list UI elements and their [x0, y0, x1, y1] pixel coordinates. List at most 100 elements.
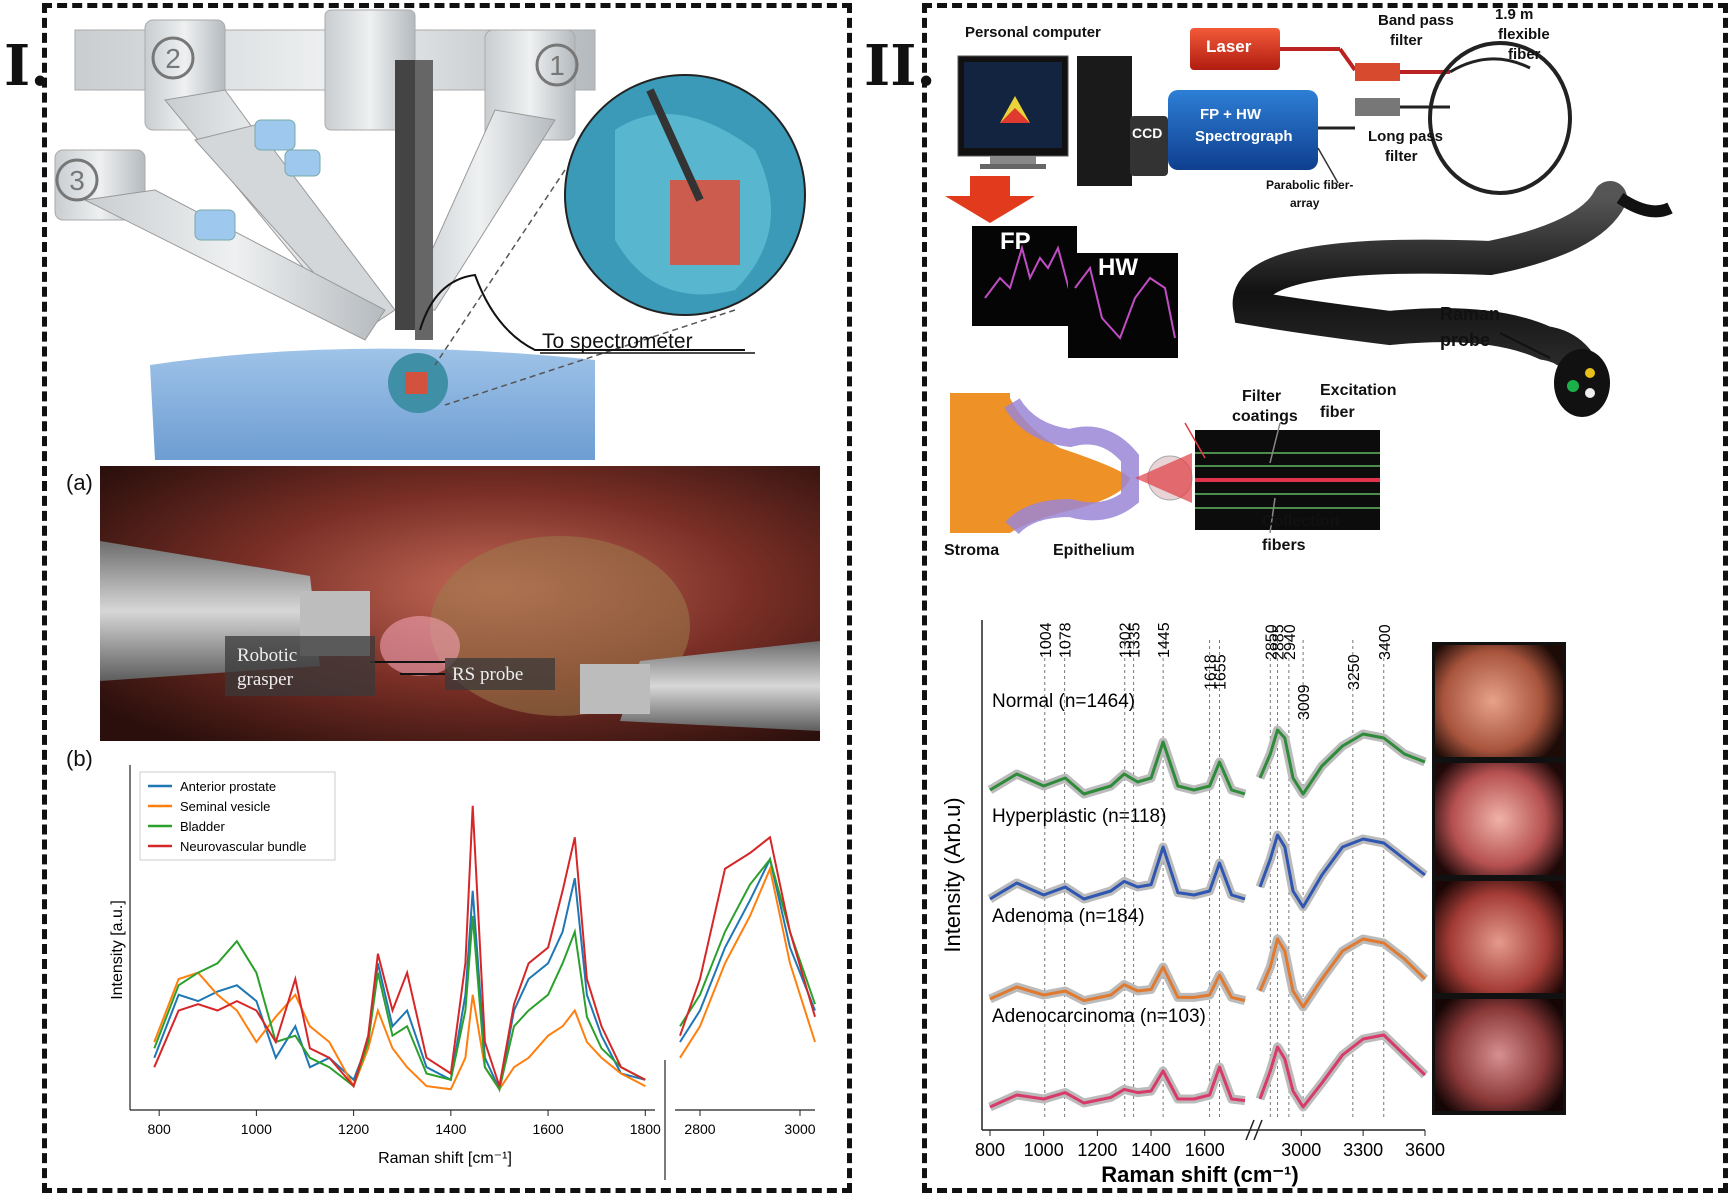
rs-probe-label: RS probe [452, 664, 524, 685]
series-line [153, 915, 646, 1092]
series-line [679, 857, 816, 1027]
peak-label: 1618 [1203, 654, 1220, 690]
series-line [1258, 728, 1426, 796]
excitation-fiber-label-2: fiber [1320, 404, 1355, 421]
x-tick-label: 800 [975, 1140, 1005, 1160]
x-tick-label: 2800 [684, 1121, 715, 1137]
raman-spectra-chart-two: Normal (n=1464) Hyperplastic (n=118) Adeno… [940, 620, 1445, 1187]
long-pass-filter-label-2: filter [1385, 148, 1418, 165]
panel-two-frame [922, 3, 1728, 1193]
panel-one-frame [42, 3, 852, 1193]
arm-number-1: 1 [549, 50, 565, 81]
chart-one-y-axis-label: Intensity [a.u.] [109, 900, 126, 1000]
peak-label: 2850 [1263, 624, 1280, 660]
endoscopic-thumbnail [1435, 645, 1563, 757]
excitation-fiber-label-1: Excitation [1320, 382, 1397, 399]
x-tick-label: 3000 [1281, 1140, 1321, 1160]
endoscopic-thumbnail-column [1432, 642, 1566, 1115]
subfigure-b-label: (b) [66, 746, 93, 771]
peak-label: 3400 [1377, 624, 1394, 660]
legend-entry: Neurovascular bundle [180, 839, 306, 854]
ccd-label: CCD [1132, 125, 1163, 141]
chart-one-x-axis-label: Raman shift [cm⁻¹] [378, 1150, 512, 1167]
spectrograph-label-2: Spectrograph [1195, 128, 1293, 145]
x-tick-label: 1800 [630, 1121, 661, 1137]
band-pass-filter-label-2: filter [1390, 32, 1423, 49]
series-name-label: Adenoma (n=184) [992, 906, 1145, 927]
raman-spectra-chart-one: 800 1000 1200 1400 1600 1800 2800 3000 Anterior… [109, 765, 816, 1180]
hw-spectrum-label: HW [1098, 254, 1138, 281]
peak-label: 3250 [1346, 654, 1363, 690]
laser-label: Laser [1206, 37, 1252, 56]
series-line [679, 835, 816, 1037]
x-tick-label: 1600 [1185, 1140, 1225, 1160]
series-line [153, 877, 646, 1093]
stroma-label: Stroma [944, 542, 1000, 559]
to-spectrometer-label: To spectrometer [542, 330, 693, 353]
fiber-length-label-2: flexible [1498, 26, 1550, 43]
robotic-grasper-label-2: grasper [237, 669, 293, 690]
peak-label: 1302 [1118, 622, 1135, 658]
peak-label: 1445 [1156, 622, 1173, 658]
fp-spectrum-label: FP [1000, 228, 1031, 255]
x-tick-label: 3300 [1343, 1140, 1383, 1160]
spectrograph-label-1: FP + HW [1200, 106, 1261, 123]
peak-label: 2940 [1282, 624, 1299, 660]
series-line [153, 805, 646, 1089]
series-line [989, 1065, 1246, 1109]
robotic-grasper-label-1: Robotic [237, 645, 298, 666]
raman-probe-label-1: Raman [1440, 304, 1501, 324]
endoscopic-thumbnail [1435, 999, 1563, 1111]
x-tick-label: 1600 [532, 1121, 563, 1137]
x-tick-label: 1400 [435, 1121, 466, 1137]
panel-two-numeral: II. [864, 33, 936, 99]
series-name-label: Normal (n=1464) [992, 691, 1135, 712]
peak-label: 1078 [1058, 622, 1075, 658]
series-line [989, 740, 1246, 796]
raman-probe-label-2: probe [1440, 330, 1491, 350]
chart-two-x-axis-label: Raman shift (cm⁻¹) [1101, 1162, 1298, 1187]
series-name-label: Adenocarcinoma (n=103) [992, 1006, 1206, 1027]
series-line [989, 965, 1246, 1003]
collection-fibers-label-1: Collection [1262, 513, 1340, 530]
series-name-label: Hyperplastic (n=118) [992, 806, 1166, 827]
peak-label: 3009 [1296, 684, 1313, 720]
collection-fibers-label-2: fibers [1262, 537, 1306, 554]
band-pass-filter-label-1: Band pass [1378, 12, 1454, 29]
endoscopic-photo [100, 466, 820, 741]
series-line [1258, 833, 1426, 909]
subfigure-a-label: (a) [66, 470, 93, 495]
x-tick-label: 1000 [241, 1121, 272, 1137]
endoscopic-thumbnail [1435, 881, 1563, 993]
x-tick-label: 3000 [784, 1121, 815, 1137]
series-confidence-band [1255, 1030, 1429, 1112]
x-tick-label: 1200 [338, 1121, 369, 1137]
arm-number-3: 3 [69, 165, 85, 196]
peak-label: 1004 [1038, 622, 1055, 658]
series-line [989, 845, 1246, 901]
peak-label: 2885 [1271, 624, 1288, 660]
peak-label: 1655 [1213, 654, 1230, 690]
parabolic-fiber-array-label-1: Parabolic fiber- [1266, 178, 1354, 192]
series-line [679, 856, 816, 1043]
filter-coatings-label-2: coatings [1232, 408, 1298, 425]
surgical-robot-illustration: 2 1 3 [54, 9, 806, 460]
series-line [1258, 937, 1427, 1009]
filter-coatings-label-1: Filter [1242, 388, 1282, 405]
x-tick-label: 3600 [1405, 1140, 1445, 1160]
panel-one-numeral: I. [4, 33, 50, 99]
peak-label: 1335 [1127, 622, 1144, 658]
x-tick-label: 800 [147, 1121, 171, 1137]
raman-endoscopy-system-diagram [945, 28, 1673, 535]
x-tick-label: 1400 [1131, 1140, 1171, 1160]
arm-number-2: 2 [165, 43, 181, 74]
parabolic-fiber-array-label-2: array [1290, 196, 1320, 210]
fiber-length-label-1: 1.9 m [1495, 6, 1534, 23]
chart-two-y-axis-label: Intensity (Arb.u) [940, 797, 965, 952]
legend-entry: Seminal vesicle [180, 799, 270, 814]
series-line [153, 971, 646, 1092]
personal-computer-label: Personal computer [965, 24, 1101, 41]
series-confidence-band [988, 1062, 1246, 1112]
series-line [1258, 1033, 1427, 1109]
legend-entry: Anterior prostate [180, 779, 276, 794]
